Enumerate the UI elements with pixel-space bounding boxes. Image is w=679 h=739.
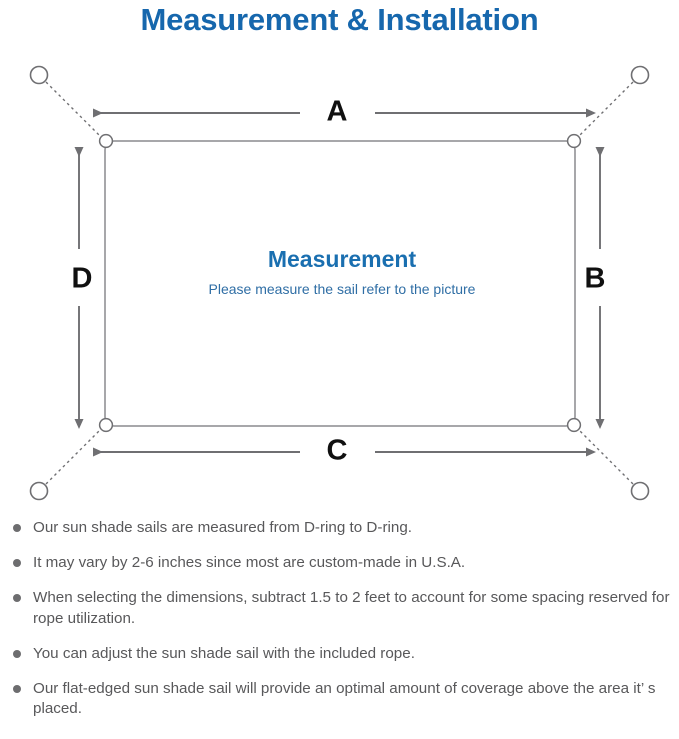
list-item: Our sun shade sails are measured from D-… — [0, 518, 679, 538]
list-item: It may vary by 2-6 inches since most are… — [0, 553, 679, 573]
list-item: Our flat-edged sun shade sail will provi… — [0, 679, 679, 719]
anchor-point-bottom-right — [630, 481, 650, 501]
rope-line-bottom-right — [574, 425, 634, 485]
dimension-label-c: C — [327, 435, 348, 467]
dimension-label-b: B — [585, 263, 606, 295]
anchor-point-top-left — [29, 65, 49, 85]
d-rings — [98, 133, 582, 433]
anchor-point-bottom-left — [29, 481, 49, 501]
shade-sail-body — [104, 140, 576, 427]
bullet-icon — [13, 594, 21, 603]
measurement-diagram: A C D B Measurement Please measure the s… — [0, 44, 679, 514]
list-item: When selecting the dimensions, subtract … — [0, 588, 679, 628]
d-ring-bottom-right — [566, 417, 582, 433]
notes-list: Our sun shade sails are measured from D-… — [0, 518, 679, 720]
sail-center-title: Measurement — [268, 246, 417, 272]
d-ring-bottom-left — [98, 417, 114, 433]
anchor-points — [29, 65, 650, 501]
rope-line-top-right — [574, 81, 634, 141]
rope-lines — [45, 81, 634, 485]
note-text: When selecting the dimensions, subtract … — [33, 589, 670, 627]
note-text: Our flat-edged sun shade sail will provi… — [33, 680, 656, 718]
note-text: You can adjust the sun shade sail with t… — [33, 644, 415, 662]
note-text: It may vary by 2-6 inches since most are… — [33, 554, 466, 572]
sail-center-subtitle: Please measure the sail refer to the pic… — [209, 281, 476, 297]
rope-line-bottom-left — [45, 425, 105, 485]
d-ring-top-right — [566, 133, 582, 149]
rope-line-top-left — [45, 81, 105, 141]
anchor-point-top-right — [630, 65, 650, 85]
dimension-label-d: D — [72, 263, 93, 295]
diagram-canvas: A C D B Measurement Please measure the s… — [29, 65, 650, 501]
bullet-icon — [13, 559, 21, 568]
note-text: Our sun shade sails are measured from D-… — [33, 519, 412, 536]
bullet-icon — [13, 649, 21, 658]
list-item: You can adjust the sun shade sail with t… — [0, 644, 679, 664]
dimension-label-a: A — [327, 96, 348, 128]
d-ring-top-left — [98, 133, 114, 149]
page-title: Measurement & Installation — [140, 2, 539, 37]
bullet-icon — [13, 685, 21, 694]
bullet-icon — [13, 524, 21, 532]
